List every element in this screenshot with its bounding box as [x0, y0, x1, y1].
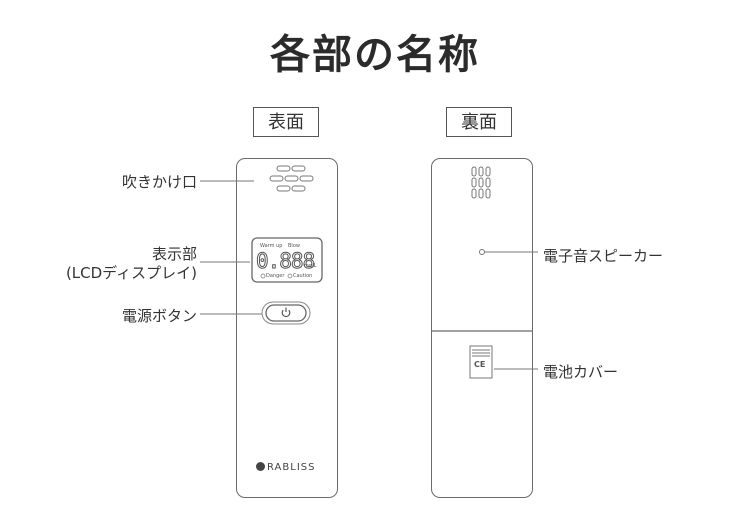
speaker-hole	[479, 249, 485, 255]
mouthpiece-vents-icon	[269, 165, 314, 192]
callout-battery-cover: 電池カバー	[543, 363, 619, 381]
front-device-body	[236, 158, 338, 498]
lcd-digits: 0.888	[255, 249, 315, 274]
lcd-caution-label: Caution	[293, 273, 313, 279]
caution-indicator-icon	[287, 273, 293, 279]
lcd-warmup-label: Warm up	[260, 243, 283, 249]
callout-mouthpiece: 吹きかけ口	[121, 173, 197, 191]
danger-indicator-icon	[260, 273, 266, 279]
power-icon	[281, 307, 291, 318]
ce-mark: CE	[474, 360, 486, 369]
lcd-blow-label: Blow	[288, 243, 300, 249]
callout-speaker: 電子音スピーカー	[543, 247, 664, 265]
product-label-sticker	[469, 345, 493, 379]
diagram-title: 各部の名称	[270, 32, 480, 78]
back-view-label: 裏面	[446, 107, 512, 137]
brand-mark-icon	[256, 462, 265, 471]
callout-display-line2: (LCDディスプレイ)	[65, 264, 197, 282]
lcd-unit: mg/L	[304, 263, 317, 269]
front-view-label: 表面	[253, 107, 319, 137]
callout-power-button: 電源ボタン	[121, 307, 197, 325]
callout-display-line1: 表示部	[151, 245, 197, 263]
back-device-body	[431, 158, 533, 498]
speaker-grille-icon	[471, 166, 491, 199]
lcd-frame	[251, 237, 323, 283]
power-button	[265, 304, 307, 322]
power-button-outer	[261, 301, 311, 325]
brand-logo-text: RABLISS	[256, 462, 315, 473]
lcd-danger-label: Danger	[266, 273, 285, 279]
